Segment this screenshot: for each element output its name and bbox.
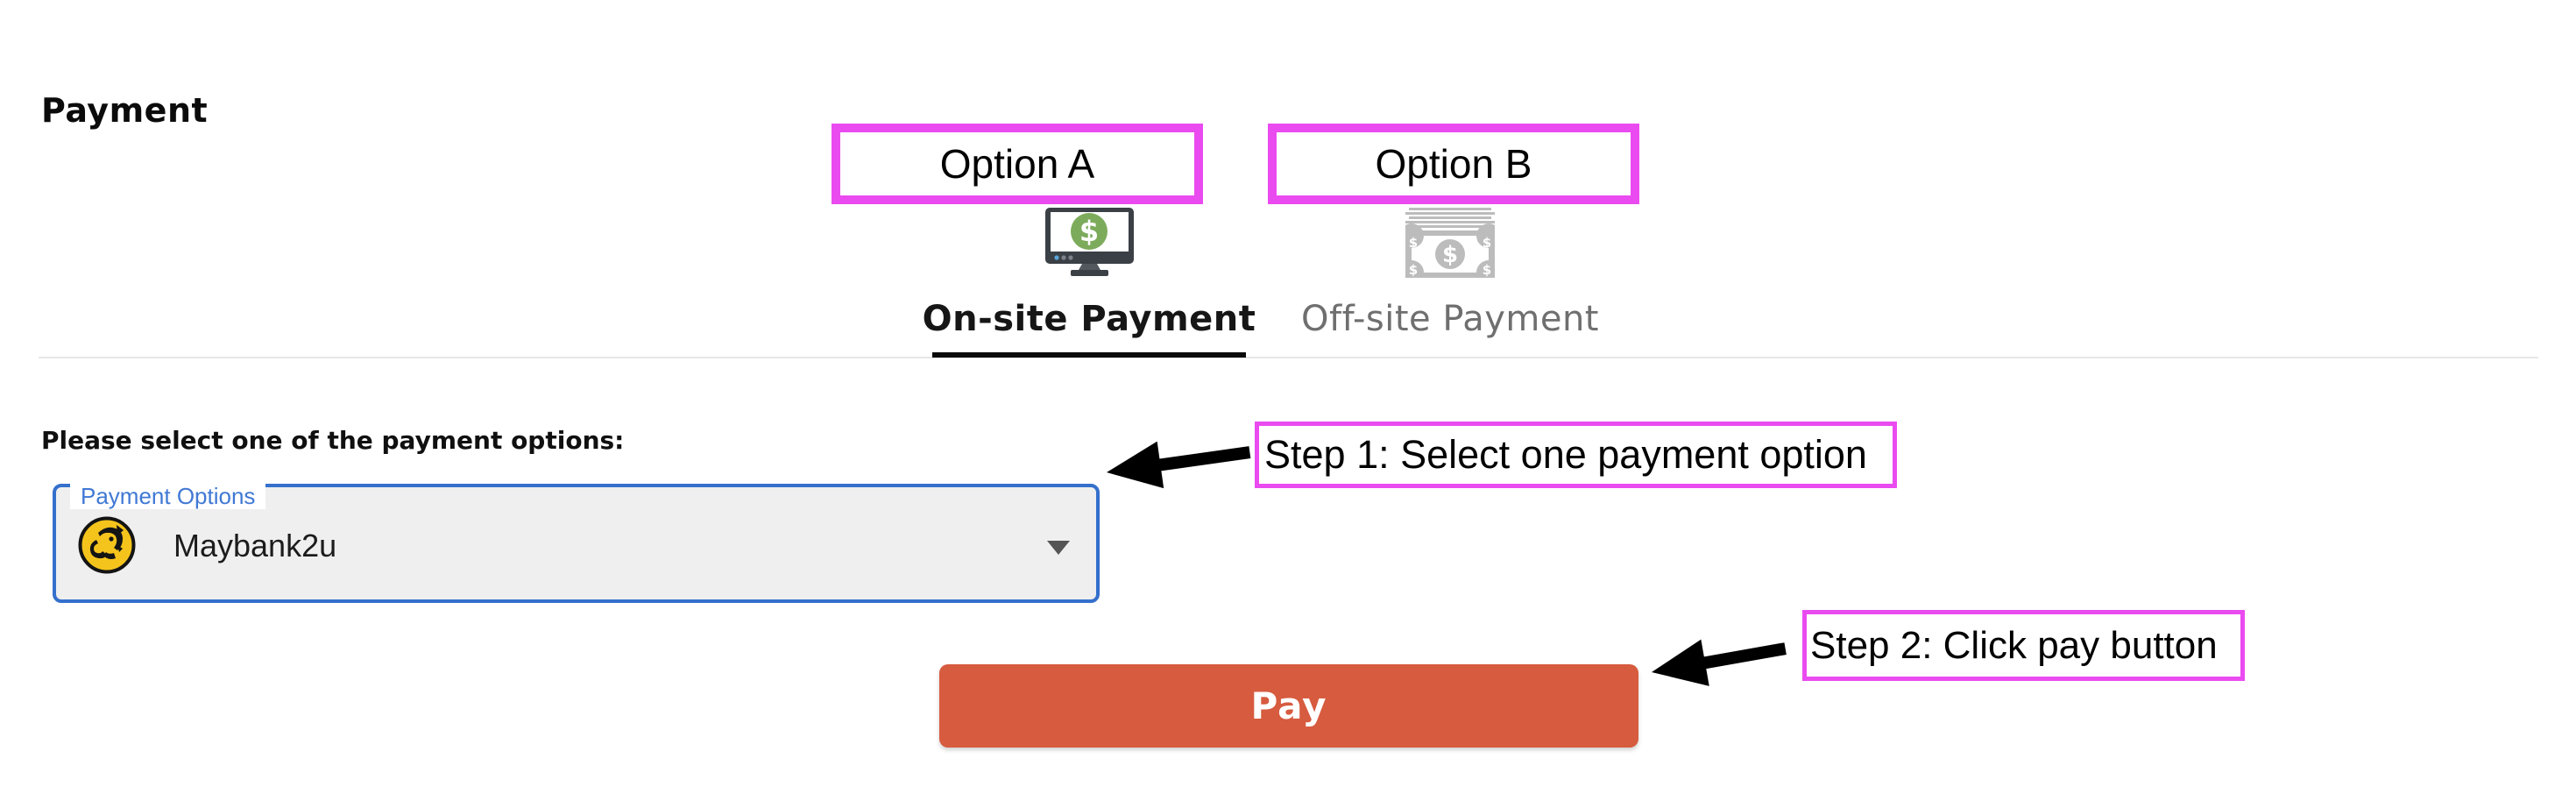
step2-annotation-box: Step 2: Click pay button [1802, 610, 2245, 681]
active-tab-underline [932, 352, 1246, 358]
tab-offsite-payment[interactable]: $ $ $ $ $ Off-site Payment [1301, 202, 1599, 358]
banknotes-icon: $ $ $ $ $ [1405, 208, 1495, 278]
svg-text:$: $ [1442, 242, 1458, 268]
page-title: Payment [41, 91, 209, 130]
step2-arrow-icon [1652, 639, 1787, 686]
tab-onsite-payment[interactable]: $ On-site Payment [923, 202, 1256, 358]
step1-arrow-icon [1107, 441, 1251, 489]
svg-text:$: $ [1409, 235, 1418, 251]
select-prompt-text: Please select one of the payment options… [41, 426, 625, 455]
pay-button[interactable]: Pay [939, 664, 1638, 748]
monitor-dollar-icon: $ [1044, 208, 1134, 276]
pay-button-label: Pay [1250, 684, 1327, 727]
tab-offsite-label: Off-site Payment [1301, 299, 1599, 339]
svg-text:$: $ [1079, 215, 1098, 248]
select-field-label: Payment Options [70, 483, 266, 509]
svg-text:$: $ [1483, 235, 1491, 251]
maybank-tiger-icon [77, 515, 137, 575]
option-b-label: Option B [1375, 141, 1532, 187]
step1-label: Step 1: Select one payment option [1264, 432, 1867, 477]
svg-text:$: $ [1409, 262, 1418, 278]
step2-label: Step 2: Click pay button [1810, 623, 2218, 667]
option-a-label: Option A [939, 141, 1095, 187]
section-divider [39, 357, 2538, 358]
tab-onsite-label: On-site Payment [922, 299, 1256, 339]
step1-annotation-box: Step 1: Select one payment option [1255, 422, 1897, 488]
option-a-annotation-box: Option A [832, 124, 1203, 204]
caret-down-icon [1047, 541, 1070, 555]
selected-payment-option: Maybank2u [173, 528, 337, 564]
option-b-annotation-box: Option B [1268, 124, 1639, 204]
svg-text:$: $ [1483, 262, 1491, 278]
payment-options-select[interactable]: Payment Options Maybank2u [53, 483, 1100, 603]
